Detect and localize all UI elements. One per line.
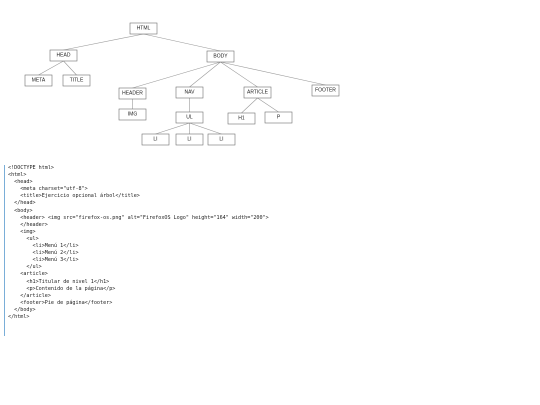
node-box-h1 (227, 112, 256, 125)
node-nav: NAV (175, 86, 204, 99)
node-html: HTML (129, 22, 158, 35)
node-img: IMG (118, 108, 147, 121)
node-box-head (49, 49, 78, 62)
code-line: </article> (8, 292, 51, 299)
node-li1: LI (141, 133, 170, 146)
edge-ul-li1 (155, 122, 190, 135)
edge-body-header (132, 61, 221, 89)
node-box-header (118, 87, 147, 100)
node-box-li2 (175, 133, 204, 146)
node-article: ARTICLE (243, 86, 272, 99)
node-label-li2: LI (187, 137, 191, 143)
node-label-h1: H1 (238, 116, 245, 122)
node-label-li3: LI (219, 137, 223, 143)
node-label-img: IMG (128, 112, 138, 118)
dom-tree-diagram: HTML HEAD BODY META TITLE HEADER NAV ARTICLE FOO… (24, 22, 340, 146)
node-label-ul: UL (186, 115, 193, 121)
node-head: HEAD (49, 49, 78, 62)
code-line: <p>Contenido de la página</p> (8, 285, 116, 292)
node-p: P (264, 111, 293, 124)
node-box-article (243, 86, 272, 99)
code-line: </head> (8, 200, 36, 207)
node-box-p (264, 111, 293, 124)
edge-head-meta (38, 60, 64, 76)
code-line: <li>Menú 3</li> (8, 257, 79, 264)
code-line: <ul> (8, 235, 39, 242)
node-label-head: HEAD (57, 53, 71, 59)
code-line: <article> (8, 271, 48, 278)
edge-html-head (63, 33, 144, 51)
node-box-img (118, 108, 147, 121)
edge-body-footer (220, 61, 326, 86)
node-box-li3 (207, 133, 236, 146)
edge-article-h1 (241, 97, 258, 114)
code-line: <h1>Titular de nivel 1</h1> (8, 278, 110, 285)
code-line: <footer>Pie de página</footer> (8, 299, 113, 306)
code-line: <li>Menú 1</li> (8, 243, 79, 250)
edge-article-p (257, 97, 279, 113)
node-box-li1 (141, 133, 170, 146)
node-label-title: TITLE (70, 78, 84, 84)
node-label-body: BODY (213, 54, 228, 60)
node-box-nav (175, 86, 204, 99)
node-box-ul (175, 111, 204, 124)
node-body: BODY (206, 50, 235, 63)
tree-edges (38, 33, 326, 135)
node-label-html: HTML (137, 26, 151, 32)
code-line: </body> (8, 306, 36, 313)
node-label-footer: FOOTER (315, 88, 336, 94)
node-label-article: ARTICLE (247, 90, 269, 96)
edge-body-nav (189, 61, 221, 88)
code-line: <li>Menú 2</li> (8, 250, 79, 257)
node-meta: META (24, 74, 53, 87)
code-line: </html> (8, 313, 30, 320)
node-label-p: P (277, 115, 281, 121)
code-line: </ul> (8, 264, 42, 271)
node-box-meta (24, 74, 53, 87)
node-footer: FOOTER (311, 84, 340, 97)
node-box-title (62, 74, 91, 87)
node-ul: UL (175, 111, 204, 124)
node-box-footer (311, 84, 340, 97)
node-label-header: HEADER (122, 91, 143, 97)
node-title: TITLE (62, 74, 91, 87)
code-line: <html> (8, 172, 27, 179)
node-label-meta: META (32, 78, 46, 84)
code-line: <img> (8, 228, 36, 235)
node-label-nav: NAV (185, 90, 196, 96)
code-line: <title>Ejercicio opcional árbol</title> (8, 193, 140, 200)
code-line: <head> (8, 179, 33, 186)
code-line: <body> (8, 207, 33, 214)
code-line: <!DOCTYPE html> (8, 165, 55, 171)
node-box-body (206, 50, 235, 63)
edge-html-body (143, 33, 221, 52)
node-header: HEADER (118, 87, 147, 100)
node-li2: LI (175, 133, 204, 146)
edge-body-article (220, 61, 258, 88)
node-li3: LI (207, 133, 236, 146)
code-line: </header> (8, 221, 48, 228)
node-h1: H1 (227, 112, 256, 125)
node-box-html (129, 22, 158, 35)
node-label-li1: LI (153, 137, 157, 143)
edge-head-title (63, 60, 77, 76)
code-line: <header> <img src="firefox-os.png" alt="… (8, 214, 269, 221)
html-code-block: <!DOCTYPE html><html> <head> <meta chars… (4, 165, 424, 336)
code-line: <meta charset="utf-8"> (8, 186, 88, 193)
edge-ul-li3 (189, 122, 222, 135)
tree-nodes: HTML HEAD BODY META TITLE HEADER NAV ARTICLE FOO… (24, 22, 340, 146)
